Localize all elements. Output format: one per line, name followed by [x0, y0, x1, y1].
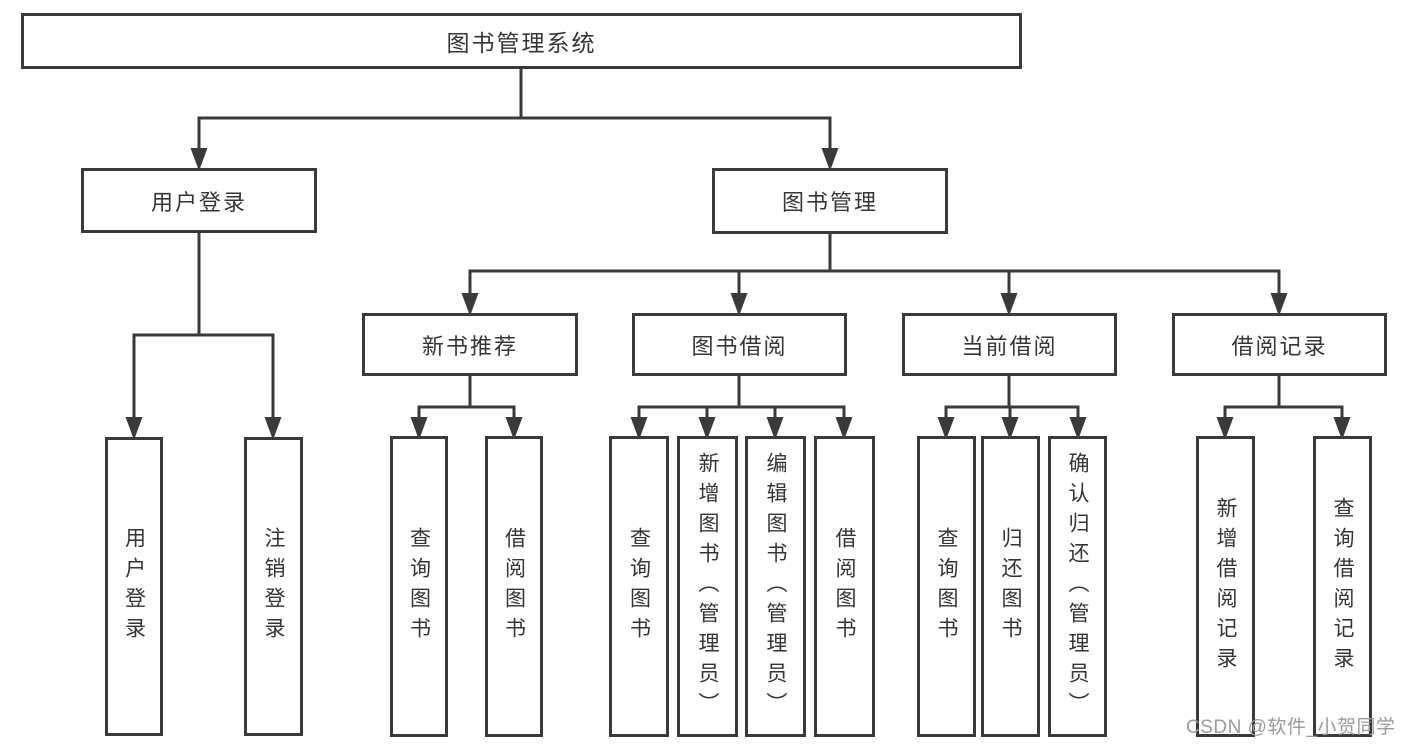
leaf-current-query-books: 查询图书: [917, 436, 976, 737]
node-book-management: 图书管理: [712, 168, 948, 234]
node-new-book-recommend-label: 新书推荐: [421, 333, 518, 359]
leaf-newbook-borrow-books-label: 借阅图书: [502, 526, 526, 647]
leaf-user-login-label: 用户登录: [122, 526, 146, 647]
leaf-borrow-books-label: 借阅图书: [833, 526, 856, 647]
node-book-management-label: 图书管理: [781, 190, 878, 215]
node-root-label: 图书管理系统: [446, 30, 597, 56]
leaf-borrowing-query-books: 查询图书: [609, 436, 669, 737]
node-borrowing-records: 借阅记录: [1172, 313, 1387, 376]
leaf-add-books-admin: 新增图书（管理员）: [677, 436, 738, 737]
leaf-newbook-query-books-label: 查询图书: [407, 526, 431, 647]
node-user-login-label: 用户登录: [150, 189, 247, 215]
leaf-query-borrow-record: 查询借阅记录: [1313, 436, 1372, 737]
leaf-current-query-books-label: 查询图书: [935, 526, 958, 647]
leaf-user-login: 用户登录: [105, 437, 163, 736]
leaf-confirm-return-admin-label: 确认归还（管理员）: [1066, 451, 1089, 722]
leaf-edit-books-admin-label: 编辑图书（管理员）: [764, 451, 787, 722]
leaf-edit-books-admin: 编辑图书（管理员）: [745, 436, 806, 737]
leaf-newbook-borrow-books: 借阅图书: [485, 436, 543, 737]
leaf-confirm-return-admin: 确认归还（管理员）: [1048, 436, 1107, 737]
leaf-add-borrow-record: 新增借阅记录: [1196, 436, 1255, 737]
leaf-logout: 注销登录: [244, 437, 303, 736]
leaf-add-borrow-record-label: 新增借阅记录: [1214, 496, 1237, 677]
leaf-add-books-admin-label: 新增图书（管理员）: [696, 451, 719, 722]
node-borrowing-records-label: 借阅记录: [1231, 333, 1328, 359]
csdn-watermark: CSDN @软件_小贺同学: [1186, 717, 1396, 738]
node-root: 图书管理系统: [21, 13, 1022, 69]
node-user-login: 用户登录: [81, 168, 317, 233]
node-book-borrowing-label: 图书借阅: [691, 333, 788, 359]
node-current-borrowing: 当前借阅: [902, 313, 1117, 376]
node-new-book-recommend: 新书推荐: [362, 313, 578, 376]
leaf-query-borrow-record-label: 查询借阅记录: [1331, 496, 1354, 677]
leaf-borrow-books: 借阅图书: [814, 436, 875, 737]
leaf-newbook-query-books: 查询图书: [390, 436, 448, 737]
arrowhead-icons: [125, 148, 1351, 440]
leaf-borrowing-query-books-label: 查询图书: [627, 526, 651, 647]
node-current-borrowing-label: 当前借阅: [961, 333, 1058, 359]
leaf-return-books: 归还图书: [981, 436, 1040, 737]
leaf-return-books-label: 归还图书: [999, 526, 1022, 647]
leaf-logout-label: 注销登录: [262, 526, 285, 647]
node-book-borrowing: 图书借阅: [632, 313, 847, 376]
